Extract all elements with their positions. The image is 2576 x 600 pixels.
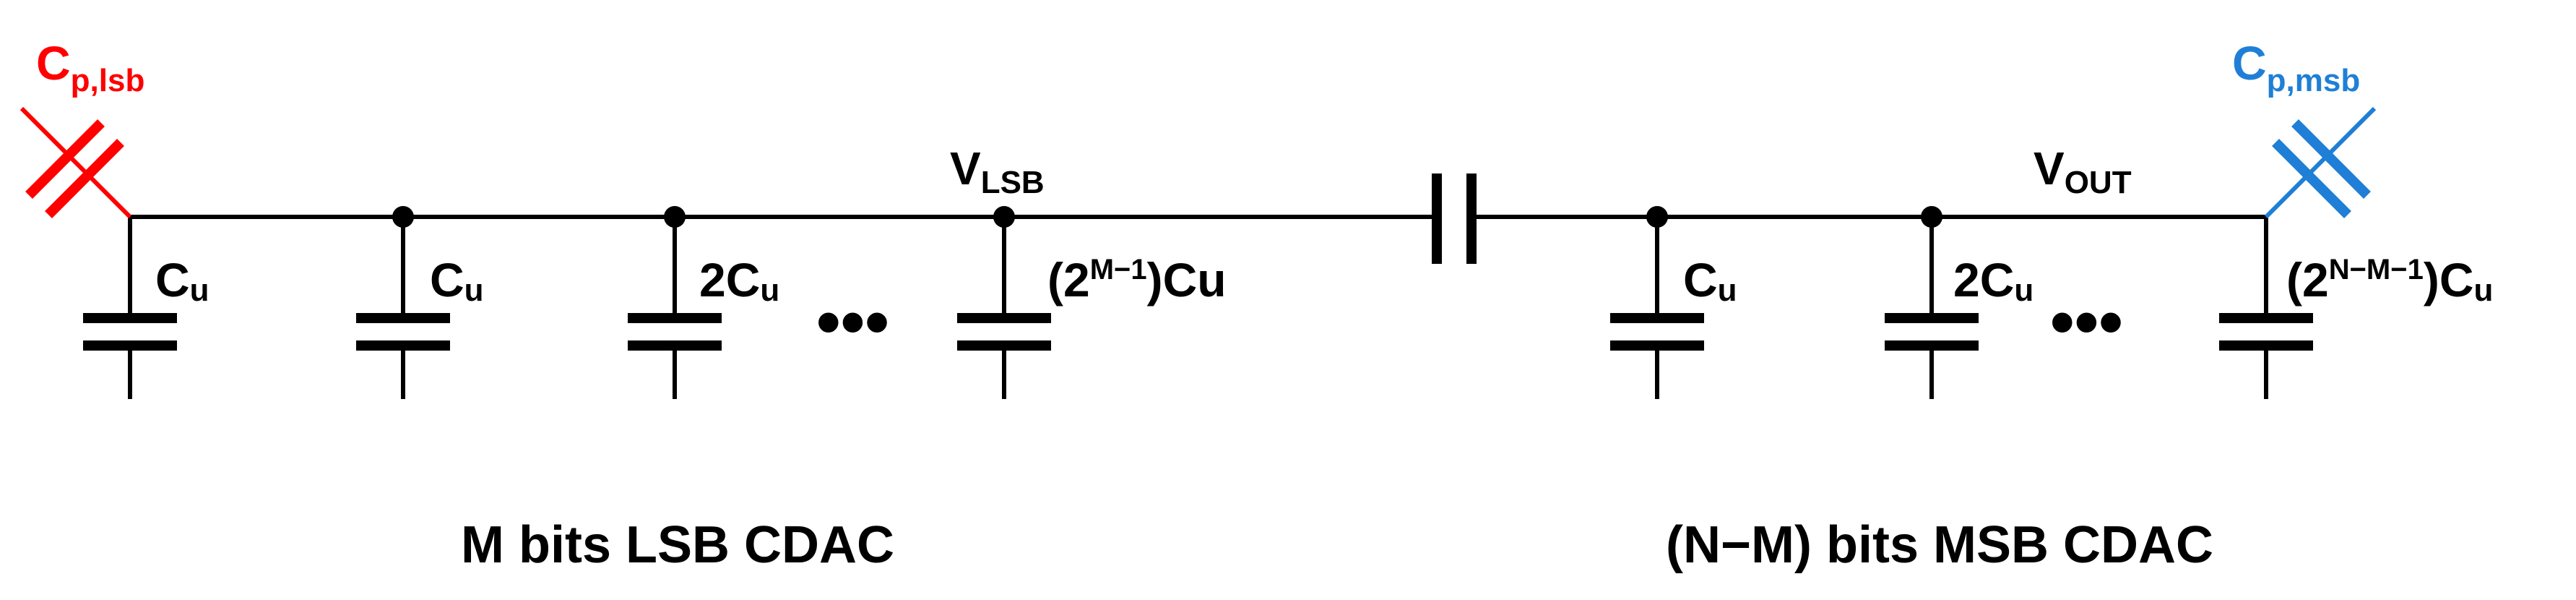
node-label-vlsb: VLSB (950, 142, 1045, 200)
capacitor-c5 (1610, 217, 1704, 399)
parasitic-label-lsb: Cp,lsb (36, 36, 144, 98)
parasitic-capacitor-msb (2264, 106, 2377, 219)
cap-label-c3: 2Cu (699, 253, 779, 308)
capacitor-c3 (628, 217, 722, 399)
parasitic-label-msb: Cp,msb (2232, 36, 2360, 98)
cap-label-c5: Cu (1683, 253, 1737, 308)
node-label-vout: VOUT (2033, 142, 2132, 200)
cap-label-c1: Cu (155, 253, 209, 308)
cap-label-c7: (2N−M−1)Cu (2286, 253, 2493, 308)
ellipsis-msb: ••• (2050, 283, 2123, 361)
parasitic-capacitor-lsb (20, 106, 132, 219)
cap-label-c2: Cu (430, 253, 484, 308)
capacitor-c4 (957, 217, 1051, 399)
capacitor-c6 (1885, 217, 1979, 399)
cap-label-c4: (2M−1)Cu (1047, 253, 1227, 307)
shunt-capacitors (83, 217, 2313, 399)
section-label-lsb: M bits LSB CDAC (461, 516, 894, 574)
cap-label-c6: 2Cu (1953, 253, 2033, 308)
capacitor-c7 (2219, 217, 2313, 399)
bridge-capacitor (1432, 173, 1477, 264)
capacitor-c1 (83, 217, 177, 399)
capacitor-c2 (356, 217, 450, 399)
ellipsis-lsb: ••• (816, 283, 889, 361)
section-label-msb: (N−M) bits MSB CDAC (1666, 516, 2213, 574)
